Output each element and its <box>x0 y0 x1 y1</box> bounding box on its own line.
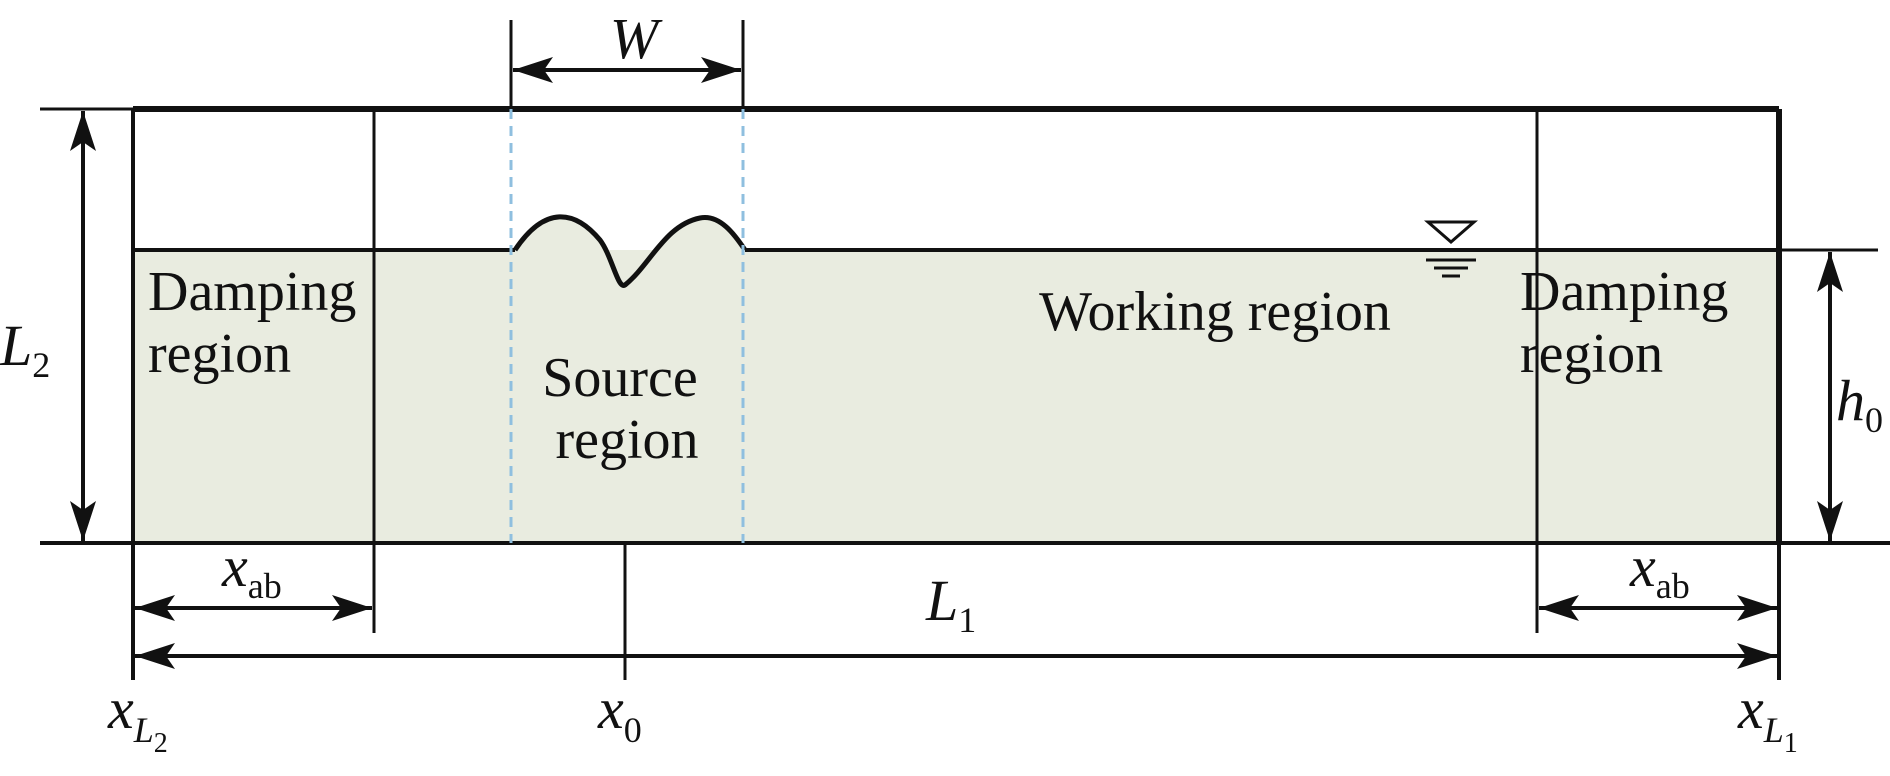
source-region-boundaries <box>509 109 745 543</box>
water-body <box>133 250 1779 543</box>
free-surface <box>133 214 1779 288</box>
source-region-label: Source region <box>542 347 712 471</box>
h0-label: h0 <box>1836 368 1883 440</box>
l1-label: L1 <box>925 568 976 640</box>
tank-outline <box>40 106 1890 545</box>
free-surface-wave <box>512 214 748 288</box>
l2-label: L2 <box>0 313 50 385</box>
x-l1-label: xL1 <box>1737 676 1798 759</box>
damping-region-left-label: Damping region <box>148 261 370 385</box>
working-region-label: Working region <box>1039 281 1391 343</box>
source-wave <box>515 216 745 286</box>
damping-region-right-label: Damping region <box>1520 261 1742 385</box>
w-label: W <box>610 6 663 71</box>
xab-left-label: xab <box>221 534 282 606</box>
xab-right-label: xab <box>1629 534 1690 606</box>
x-l2-label: xL2 <box>107 676 168 759</box>
water-level-triangle-icon <box>1423 220 1479 278</box>
x0-label: x0 <box>597 676 642 750</box>
